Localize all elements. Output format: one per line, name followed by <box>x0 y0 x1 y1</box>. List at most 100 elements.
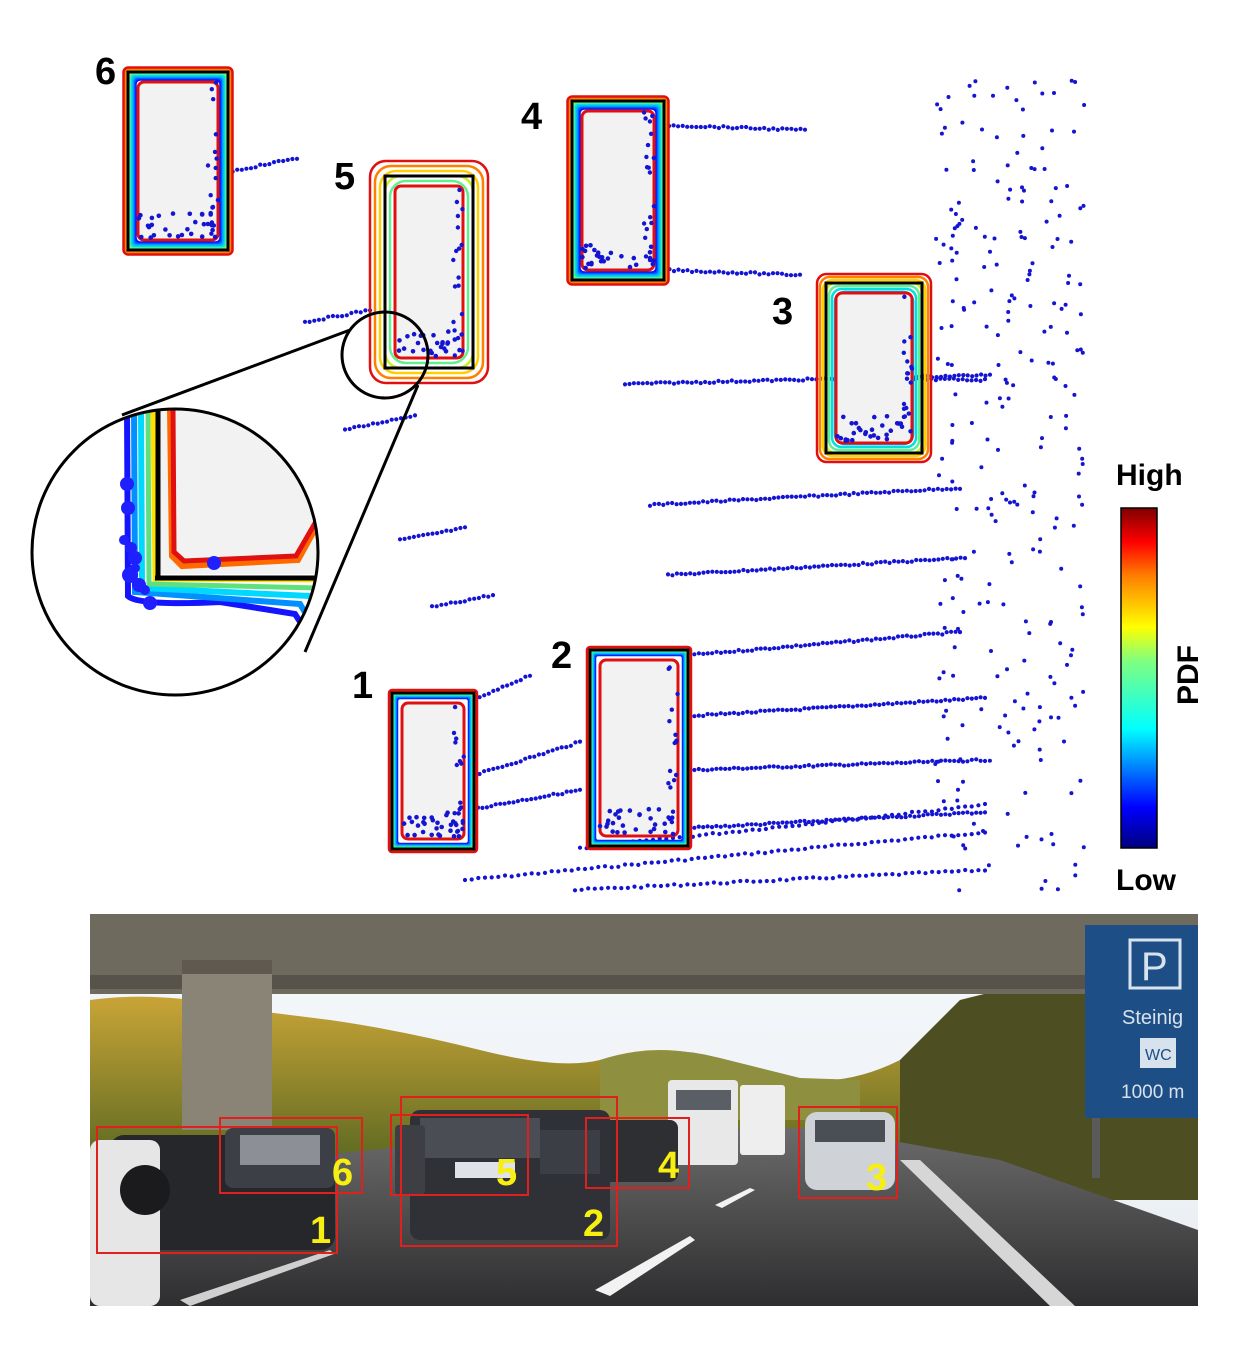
far-point <box>1042 329 1047 334</box>
far-point <box>1011 383 1016 388</box>
scan-point <box>691 882 697 888</box>
scan-point <box>851 490 856 496</box>
box-4-outline <box>570 99 666 282</box>
box-6-point <box>205 163 211 168</box>
box-2-point <box>669 819 675 825</box>
scan-point <box>931 487 936 492</box>
scan-point <box>504 763 510 768</box>
scan-point <box>847 563 852 568</box>
scan-point <box>925 759 930 765</box>
far-point <box>1030 510 1035 515</box>
box-6-point <box>209 87 214 92</box>
scan-point <box>860 560 866 566</box>
far-point <box>980 127 984 132</box>
scan-point <box>829 562 835 568</box>
scan-point <box>798 819 803 824</box>
far-point <box>941 714 946 719</box>
scan-point <box>859 703 864 708</box>
box-3-point <box>838 435 844 441</box>
scan-point <box>806 819 812 825</box>
scan-point <box>477 771 482 777</box>
far-point <box>950 479 955 484</box>
scan-point <box>729 853 734 858</box>
far-point <box>952 226 957 231</box>
box-4-point <box>580 254 585 260</box>
box-5-point <box>459 242 464 248</box>
scan-point <box>784 765 790 770</box>
scan-point <box>267 162 272 167</box>
scan-point <box>736 647 741 653</box>
box-5-outline <box>383 174 475 370</box>
far-point <box>1052 301 1057 306</box>
box-1-point <box>448 828 453 833</box>
scan-point <box>974 810 979 815</box>
scan-point <box>689 856 694 862</box>
scan-point <box>330 313 335 319</box>
scan-point <box>281 158 286 164</box>
far-point <box>1069 791 1074 796</box>
scan-point <box>670 500 675 506</box>
scan-point <box>698 881 703 887</box>
scan-point <box>697 833 702 838</box>
scan-point <box>745 648 750 653</box>
far-point <box>1073 873 1078 878</box>
far-point <box>1009 560 1014 565</box>
box-5-point <box>421 347 426 353</box>
box-5-point <box>455 213 461 219</box>
scan-point <box>929 835 934 840</box>
scan-point <box>878 560 883 565</box>
scan-point <box>701 825 706 830</box>
box-2-point <box>646 806 652 812</box>
box-4-point <box>645 142 651 148</box>
scan-point <box>864 490 870 495</box>
scan-point <box>890 814 895 819</box>
scan-point <box>435 531 440 536</box>
scan-point <box>719 570 724 575</box>
scan-point <box>956 697 961 702</box>
scan-point <box>606 885 611 890</box>
scan-point <box>679 571 684 577</box>
scan-point <box>751 879 756 884</box>
scan-point <box>448 600 453 605</box>
box-2-point <box>633 827 639 832</box>
scan-point <box>402 536 407 542</box>
scan-point <box>803 643 808 648</box>
scan-point <box>837 704 842 709</box>
far-point <box>1073 80 1078 84</box>
scan-point <box>771 495 777 500</box>
box-3-point <box>901 350 906 355</box>
scan-point <box>868 761 873 766</box>
scan-point <box>685 124 690 129</box>
far-point <box>992 236 997 241</box>
far-point <box>1081 689 1086 694</box>
box-1-point <box>422 821 427 827</box>
far-point <box>1025 691 1030 696</box>
far-point <box>937 676 942 681</box>
far-point <box>1073 703 1078 708</box>
box-6-point <box>167 233 172 238</box>
scan-point <box>829 640 834 645</box>
far-point <box>995 674 1000 679</box>
scan-point <box>949 487 954 492</box>
far-point <box>1044 219 1049 224</box>
scan-point <box>806 706 812 711</box>
scan-point <box>370 421 376 426</box>
scan-point <box>486 691 491 696</box>
scan-point <box>524 797 529 803</box>
scan-point <box>720 379 726 385</box>
box-3-point <box>905 359 910 364</box>
far-point <box>942 578 947 583</box>
scan-point <box>776 646 781 651</box>
scan-point <box>793 707 798 712</box>
box-4-contour <box>576 105 660 276</box>
far-point <box>950 438 955 443</box>
box-6-point <box>185 227 190 232</box>
scan-point <box>661 502 666 507</box>
scan-point <box>732 569 737 574</box>
far-point <box>937 261 942 265</box>
scan-point <box>816 564 821 569</box>
far-point <box>1065 662 1069 667</box>
scan-point <box>771 126 776 131</box>
scan-point <box>789 820 794 825</box>
scan-point <box>851 639 856 645</box>
